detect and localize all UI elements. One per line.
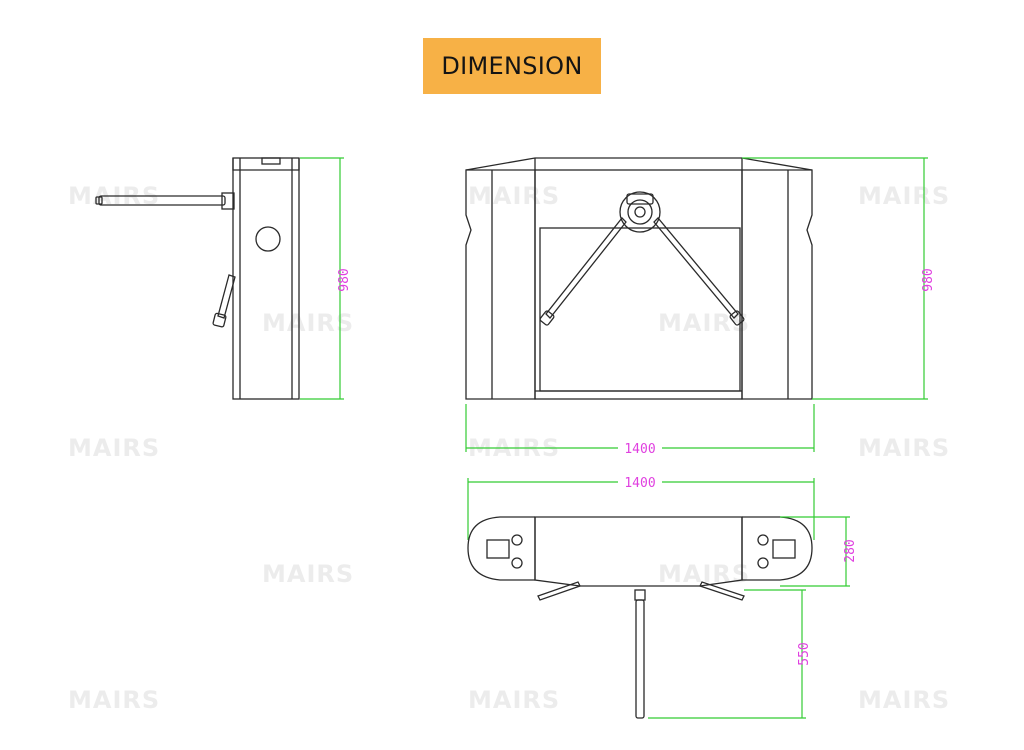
top-arm-right <box>699 581 745 601</box>
watermark: MAIRS <box>262 560 354 588</box>
side-arm-slanted <box>212 274 236 328</box>
arm-length-dimension: 550 <box>648 589 812 719</box>
top-arm-down <box>634 589 646 719</box>
top-depth-dimension: 280 <box>780 516 858 587</box>
watermark: MAIRS <box>858 434 950 462</box>
top-arm-left <box>537 581 581 601</box>
top-left-head <box>467 516 535 581</box>
top-view: 1400 28 <box>467 476 858 719</box>
watermark: MAIRS <box>658 560 750 588</box>
side-height-label: 980 <box>337 268 352 291</box>
top-right-reader <box>757 534 796 569</box>
front-view: 980 1400 <box>465 157 936 457</box>
front-height-dimension: 980 <box>742 157 936 400</box>
side-cabinet <box>232 157 300 400</box>
front-width-label: 1400 <box>624 442 655 457</box>
front-arm-right <box>653 217 739 319</box>
side-reader-circle <box>255 226 281 252</box>
watermark: MAIRS <box>68 434 160 462</box>
watermark: MAIRS <box>468 686 560 714</box>
front-center-frame <box>534 169 743 400</box>
front-width-dimension: 1400 <box>465 404 815 457</box>
front-height-label: 980 <box>921 268 936 291</box>
front-arm-left <box>545 217 627 319</box>
top-left-reader <box>486 534 523 569</box>
side-arm-horizontal <box>95 192 235 210</box>
watermark: MAIRS <box>658 309 750 337</box>
front-rotor-hub <box>619 191 661 233</box>
side-height-dimension: 980 <box>300 157 352 400</box>
top-width-dimension: 1400 <box>467 476 815 540</box>
watermark: MAIRS <box>858 686 950 714</box>
page-title: DIMENSION <box>441 52 583 80</box>
watermark: MAIRS <box>262 309 354 337</box>
top-right-head <box>742 516 813 581</box>
front-top-cap <box>465 157 813 171</box>
top-depth-label: 280 <box>843 539 858 562</box>
arm-length-label: 550 <box>797 642 812 665</box>
top-width-label: 1400 <box>624 476 655 491</box>
watermark: MAIRS <box>68 686 160 714</box>
front-right-cabinet <box>741 169 813 400</box>
watermark: MAIRS <box>468 182 560 210</box>
side-lid <box>232 158 300 171</box>
watermark: MAIRS <box>858 182 950 210</box>
title-banner: DIMENSION <box>423 38 601 94</box>
side-view: 980 <box>95 157 352 400</box>
